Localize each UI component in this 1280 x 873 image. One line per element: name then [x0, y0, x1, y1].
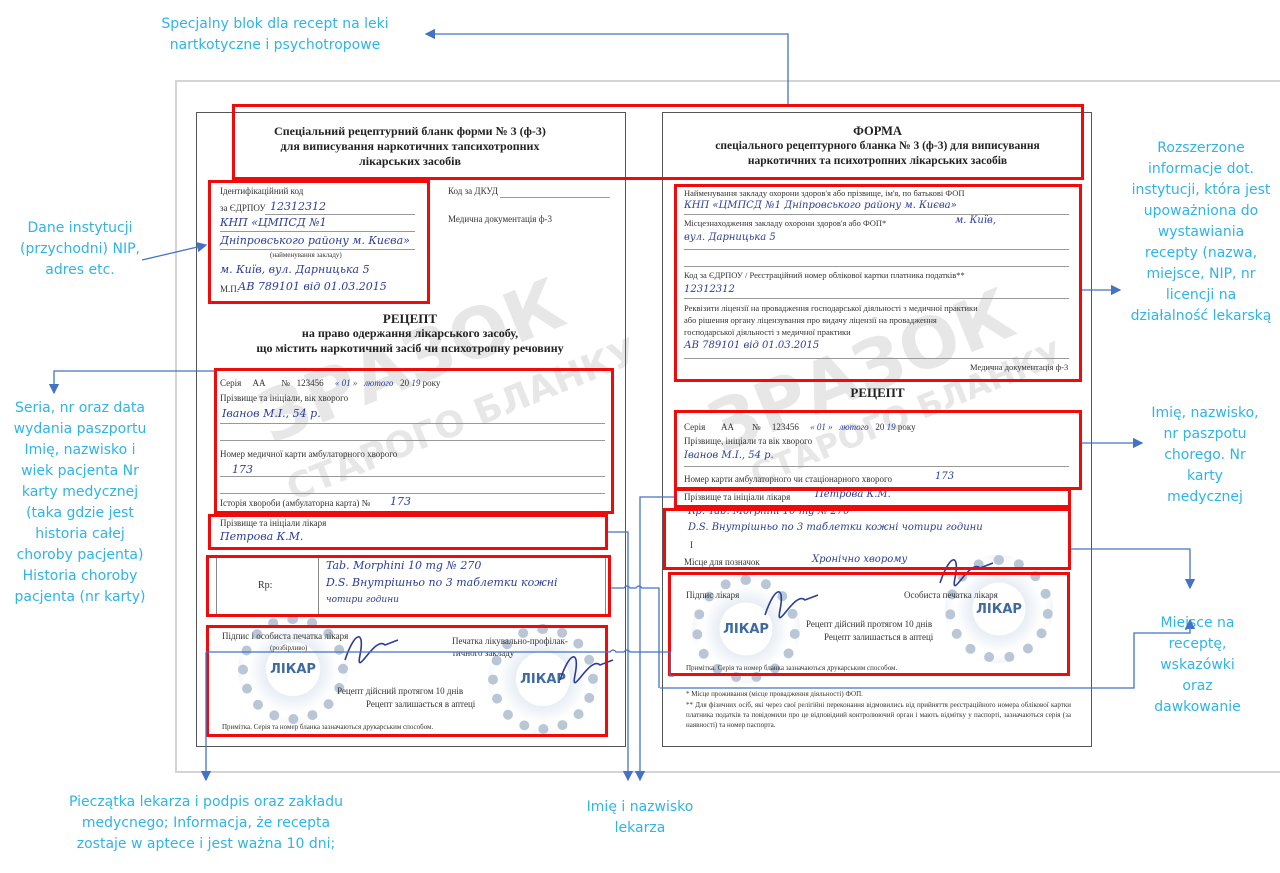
annotation-left-institution: Dane instytucji (przychodni) NIP, adres … — [20, 220, 140, 278]
license-label-right-1: Реквізити ліцензії на провадження господ… — [684, 303, 978, 313]
rp-line2-right: D.S. Внутрішньо по 3 таблетки кожні чоти… — [688, 522, 983, 533]
sign-label-left: Підпис і особиста печатка лікаря — [222, 631, 349, 641]
patient-value-right: Іванов М.І., 54 р. — [684, 450, 774, 461]
license-value: АВ 789101 від 01.03.2015 — [238, 280, 387, 293]
highlight-left-title — [232, 104, 1084, 180]
license-label-right-3: господарської діяльності з медичної прак… — [684, 327, 851, 337]
institution-caption: (найменування закладу) — [270, 251, 342, 259]
rp-line3-left: чотири години — [326, 595, 399, 605]
highlight-right-institution — [674, 184, 1082, 382]
notes-label: Місце для позначок — [684, 557, 760, 567]
annotation-bottom-doctor: Imię i nazwisko lekarza — [586, 799, 694, 836]
rp-label: Rp: — [258, 580, 273, 591]
note-left: Примітка. Серія та номер бланка зазначаю… — [222, 723, 434, 731]
annotation-right-patient: Imię, nazwisko, nr paszpotu chorego. Nr … — [1151, 405, 1259, 505]
institution-line1: КНП «ЦМПСД №1 — [220, 216, 327, 229]
location-value1: м. Київ, — [955, 215, 997, 226]
history-value: 173 — [390, 495, 411, 508]
stays-left: Рецепт залишається в аптеці — [366, 699, 476, 709]
annotation-top: Specjalny blok dla recept na leki nartko… — [161, 16, 389, 53]
doctor-label-right: Прізвище та ініціали лікаря — [684, 492, 791, 502]
signature-right — [764, 591, 819, 619]
footnote2: ** Для фізичних осіб, які через свої рел… — [686, 701, 1071, 729]
med-doc-right: Медична документація ф-3 — [970, 362, 1069, 372]
doctor-value-left: Петрова К.М. — [220, 530, 304, 543]
series-row-left: Серія АА № 123456 « 01 » лютого 20 19 ро… — [220, 378, 441, 388]
card-label-left: Номер медичної карти амбулаторного хворо… — [220, 449, 398, 459]
left-form-title: Спеціальний рецептурний бланк форми № 3 … — [274, 124, 546, 168]
footnote1: * Місце проживання (місце провадження ді… — [686, 690, 863, 698]
id-code-label: Ідентифікаційний код — [220, 186, 304, 196]
card-value-left: 173 — [232, 463, 253, 476]
sign-label-right: Підпис лікаря — [686, 590, 740, 600]
rp-line2-left: D.S. Внутрішньо по 3 таблетки кожні — [326, 576, 558, 589]
location-label: Місцезнаходження закладу охорони здоров'… — [684, 218, 887, 228]
doctor-label-left: Прізвище та ініціали лікаря — [220, 518, 327, 528]
patient-label-right: Прізвище, ініціали та вік хворого — [684, 436, 813, 446]
rp-line3-right: I — [690, 540, 693, 550]
highlight-right-patient — [674, 410, 1082, 490]
sign-caption-left: (розбірливо) — [270, 644, 308, 652]
valid-left: Рецепт дійсний протягом 10 днів — [337, 686, 464, 696]
recipe-title-right: РЕЦЕПТ — [850, 385, 905, 400]
highlight-left-doctor — [208, 514, 608, 550]
highlight-left-rp — [206, 555, 611, 617]
location-value2: вул. Дарницька 5 — [684, 232, 776, 243]
annotation-left-patient: Seria, nr oraz data wydania paszportu Im… — [13, 400, 147, 605]
edrpou-label-right: Код за ЄДРПОУ / Реєстраційний номер облі… — [684, 270, 965, 280]
card-value-right: 173 — [935, 471, 955, 482]
edrpou-value-right: 12312312 — [684, 284, 735, 295]
highlight-right-rp — [663, 508, 1071, 570]
highlight-left-institution — [208, 180, 430, 304]
inst-name-value: КНП «ЦМПСД №1 Дніпровського району м. Ки… — [684, 200, 957, 211]
highlight-right-signature — [668, 572, 1070, 676]
med-doc-label: Медична документація ф-3 — [448, 214, 553, 224]
highlight-right-doctor — [674, 488, 1071, 508]
series-row-right: Серія АА № 123456 « 01 » лютого 20 19 ро… — [684, 422, 916, 432]
inst-name-label: Найменування закладу охорони здоров'я аб… — [684, 188, 965, 198]
license-label-right-2: або рішення органу ліцензування про вида… — [684, 315, 937, 325]
edrpou-value: 12312312 — [270, 200, 326, 213]
institution-line2: Дніпровського району м. Києва» — [220, 234, 410, 247]
recipe-title-left: РЕЦЕПТ на право одержання лікарського за… — [256, 311, 564, 355]
patient-value-left: Іванов М.І., 54 р. — [222, 407, 321, 420]
license-value-right: АВ 789101 від 01.03.2015 — [684, 340, 820, 351]
rp-line1-left: Tab. Morphini 10 mg № 270 — [326, 559, 482, 572]
clinic-stamp-label1: Печатка лікувально-профілак- — [452, 636, 568, 646]
annotation-bottom-stamp: Pieczątka lekarza i podpis oraz zakładu … — [69, 794, 343, 852]
right-form-title: ФОРМА спеціального рецептурного бланка №… — [715, 124, 1040, 167]
mp-label: М.П. — [220, 284, 240, 294]
card-label-right: Номер карти амбулаторного чи стаціонарно… — [684, 474, 892, 484]
history-label: Історія хвороби (амбулаторна карта) № — [220, 498, 371, 508]
highlight-left-patient — [214, 368, 614, 514]
personal-stamp-label-right: Особиста печатка лікаря — [904, 590, 998, 600]
rp-line1-right: Rp. Tab. Morphini 10 mg № 270 — [688, 506, 850, 517]
notes-value: Хронічно хворому — [812, 554, 908, 565]
highlight-left-signature — [206, 625, 608, 737]
annotation-right-institution: Rozszerzone informacje dot. instytucji, … — [1130, 140, 1272, 324]
doctor-value-right: Петрова К.М. — [815, 489, 891, 500]
dkud-label: Код за ДКУД — [448, 186, 498, 196]
edrpou-label: за ЄДРПОУ — [220, 203, 266, 213]
institution-address: м. Київ, вул. Дарницька 5 — [220, 263, 370, 276]
patient-label-left: Прізвище та ініціали, вік хворого — [220, 393, 349, 403]
